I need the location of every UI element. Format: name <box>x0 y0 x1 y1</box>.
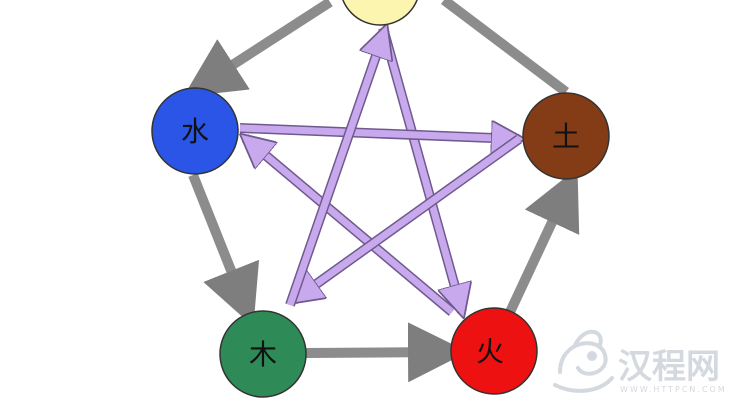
arrow-top-to-water <box>183 0 333 97</box>
node-water: 水 <box>151 87 239 175</box>
watermark: 汉程网 WWW.HTTPCN.COM <box>553 329 727 394</box>
node-fire-label: 火 <box>476 335 504 368</box>
node-water-label: 水 <box>181 115 209 148</box>
arrow-water-to-wood <box>188 173 260 327</box>
node-earth-label: 土 <box>552 120 580 153</box>
arrow-earth-to-wood <box>294 134 522 300</box>
node-top <box>342 0 418 26</box>
controlling-cycle <box>240 28 519 312</box>
node-wood: 木 <box>219 310 307 398</box>
node-wood-label: 木 <box>249 338 277 371</box>
arrow-fire-to-earth <box>505 167 580 315</box>
watermark-text: 汉程网 <box>618 347 720 387</box>
arrow-earth-to-top <box>440 0 570 96</box>
generating-cycle <box>183 0 580 383</box>
dragon-logo-icon <box>553 329 614 393</box>
arrow-fire-to-water <box>245 138 456 316</box>
node-fire: 火 <box>450 307 538 395</box>
arrow-water-to-earth <box>239 128 519 139</box>
node-earth: 土 <box>522 92 610 180</box>
watermark-sub: WWW.HTTPCN.COM <box>620 385 727 394</box>
arrow-top-to-fire <box>378 26 462 312</box>
arrow-wood-to-top <box>285 30 385 307</box>
arrow-wood-to-fire <box>305 322 468 383</box>
